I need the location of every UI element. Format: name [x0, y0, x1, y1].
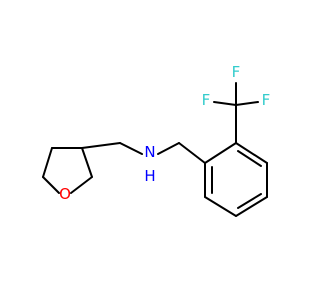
bond-aryl-2: [235, 142, 268, 164]
bond-aryl-4: [235, 196, 268, 217]
fluorine-right-label: F: [262, 91, 271, 109]
fluorine-top-label: F: [232, 63, 241, 81]
bond-ring-to-ch2: [81, 142, 121, 149]
bond-ring-o-c2: [70, 176, 93, 194]
bond-ch2-to-n: [119, 142, 143, 155]
bond-aryl-2-inner: [237, 150, 262, 167]
bond-c-f-right: [235, 101, 259, 106]
oxygen-label: O: [59, 185, 71, 203]
bond-c-f-left: [213, 101, 237, 106]
bond-ring-c4-c5: [42, 147, 53, 178]
fluorine-left-label: F: [202, 91, 211, 109]
atom-labels: O N H F F F: [59, 63, 270, 203]
bond-n-to-ch2: [157, 142, 180, 155]
bond-aryl-5: [204, 196, 237, 217]
bond-aryl-1: [204, 142, 237, 164]
amine-hydrogen-label: H: [144, 167, 155, 185]
bond-group: [42, 82, 268, 217]
bond-ring-c2-c3: [81, 147, 93, 178]
bond-aryl-4-inner: [237, 193, 262, 209]
bond-ring-c5-o: [42, 176, 60, 194]
molecule-diagram: O N H F F F: [42, 63, 270, 217]
nitrogen-label: N: [144, 143, 155, 161]
bond-ch2-to-aryl: [178, 142, 206, 164]
